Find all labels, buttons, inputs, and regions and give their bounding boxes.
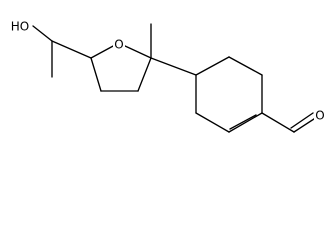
bond-ring-c1-c6-inner xyxy=(229,114,257,130)
bond-ring-c1-c6-outer xyxy=(228,112,263,133)
aldehyde-oxygen-label-bg xyxy=(314,109,327,124)
bond-c1-to-thf-c5 xyxy=(51,40,92,59)
aldehyde-oxygen-label: O xyxy=(315,109,324,123)
hydroxyl-label-bg xyxy=(8,19,32,34)
bond-thf-to-cyclohexene xyxy=(150,57,197,76)
hydroxyl-label: HO xyxy=(11,20,29,34)
ring-oxygen-label: O xyxy=(114,38,123,52)
bond-ring-to-cho xyxy=(261,112,295,133)
bond-ring-c3-c2 xyxy=(228,56,263,76)
chemical-structure-diagram: HO O O xyxy=(8,19,327,133)
bond-ring-c6-c5 xyxy=(195,112,230,133)
ring-oxygen-label-bg xyxy=(113,38,125,53)
bond-thf-o-c2 xyxy=(122,44,152,59)
bond-thf-c2-c3 xyxy=(137,57,152,92)
bond-c1-oh xyxy=(32,25,53,42)
bond-aldehyde-co-inner xyxy=(290,112,314,129)
bond-thf-c4-c5 xyxy=(90,57,102,92)
chemical-structure-canvas: HO O O xyxy=(8,19,327,133)
bond-ring-c4-c3 xyxy=(195,56,230,76)
bond-thf-c5-o xyxy=(90,44,116,59)
bond-aldehyde-co-outer xyxy=(293,116,318,133)
